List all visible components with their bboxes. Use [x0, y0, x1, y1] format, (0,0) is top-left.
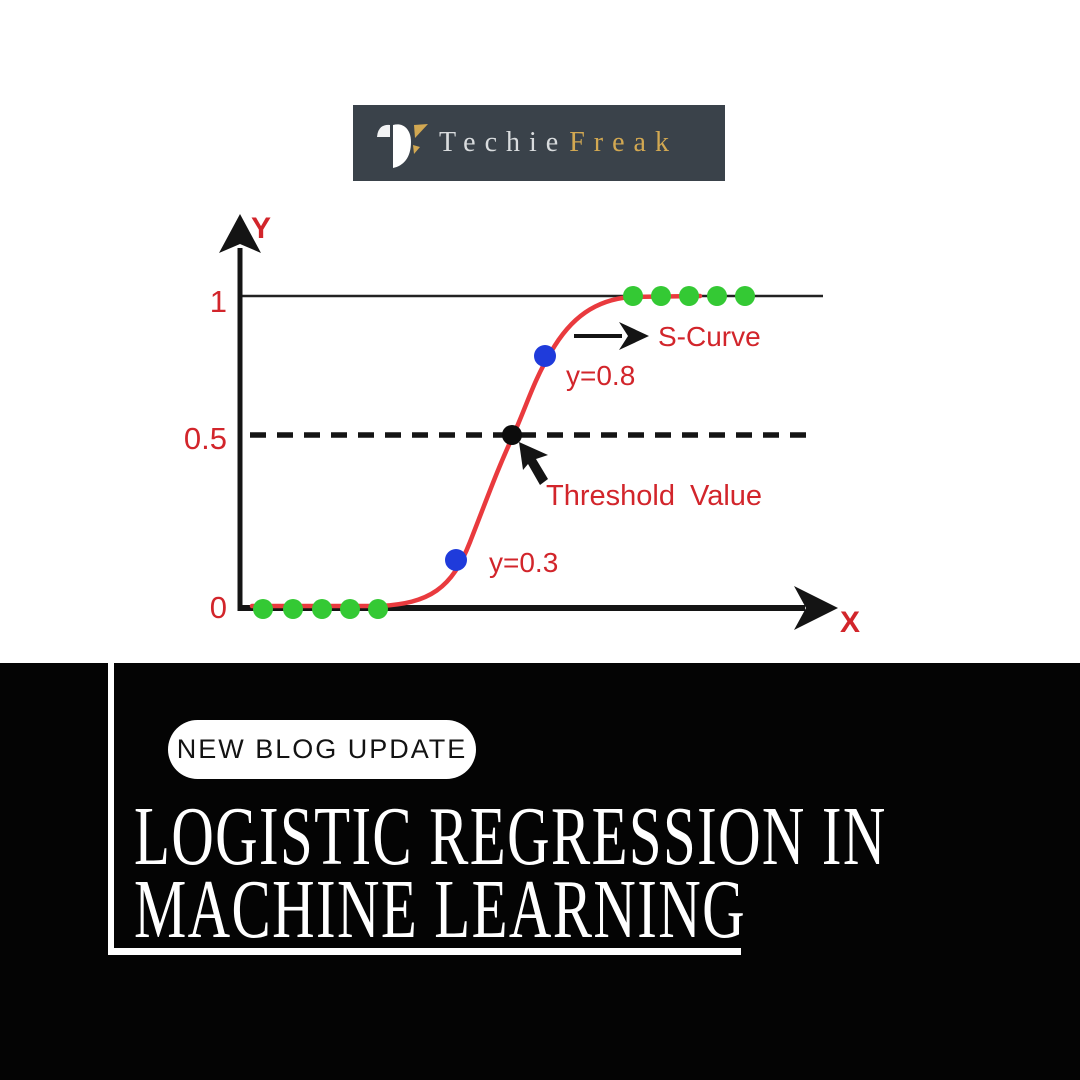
logo-text-techie: Techie — [439, 127, 568, 158]
ytick-0: 0 — [210, 590, 227, 625]
y-axis-arrowhead — [219, 214, 261, 253]
threshold-cursor-arrow — [519, 442, 548, 485]
data-point-green — [707, 286, 727, 306]
sigmoid-chart: Y X 1 0.5 0 S-Curve y=0.8 y=0.3 Threshol… — [184, 212, 860, 639]
data-point-green — [368, 599, 388, 619]
logo-banner: TechieFreak — [353, 105, 725, 181]
data-point-green — [283, 599, 303, 619]
class0-data-points — [253, 599, 388, 619]
s-curve-arrowhead — [619, 322, 649, 350]
y03-label: y=0.3 — [489, 547, 558, 578]
data-point-green — [735, 286, 755, 306]
data-point-green — [679, 286, 699, 306]
y-axis-label: Y — [251, 212, 271, 245]
data-point-blue-y03 — [445, 549, 467, 571]
data-point-green — [623, 286, 643, 306]
logo-text-freak: Freak — [569, 127, 678, 158]
logo-text: TechieFreak — [439, 127, 678, 159]
post-title-line1: LOGISTIC REGRESSION IN — [134, 790, 887, 883]
data-point-green — [651, 286, 671, 306]
threshold-value-label: Threshold Value — [546, 480, 762, 512]
y08-label: y=0.8 — [566, 360, 635, 391]
techiefreak-logo-icon — [377, 124, 428, 168]
data-point-green — [253, 599, 273, 619]
post-title-line2: MACHINE LEARNING — [134, 863, 746, 956]
frame-line-horizontal — [108, 948, 741, 955]
ytick-0.5: 0.5 — [184, 421, 227, 456]
new-blog-badge: NEW BLOG UPDATE — [168, 720, 476, 779]
new-blog-badge-label: NEW BLOG UPDATE — [176, 734, 468, 764]
x-axis-arrowhead — [794, 586, 838, 630]
data-point-blue-y08 — [534, 345, 556, 367]
data-point-green — [340, 599, 360, 619]
class1-data-points — [623, 286, 755, 306]
threshold-point — [502, 425, 522, 445]
x-axis-label: X — [840, 606, 860, 639]
s-curve-label: S-Curve — [658, 321, 761, 352]
data-point-green — [312, 599, 332, 619]
ytick-1: 1 — [210, 284, 227, 319]
frame-line-vertical — [108, 663, 114, 955]
